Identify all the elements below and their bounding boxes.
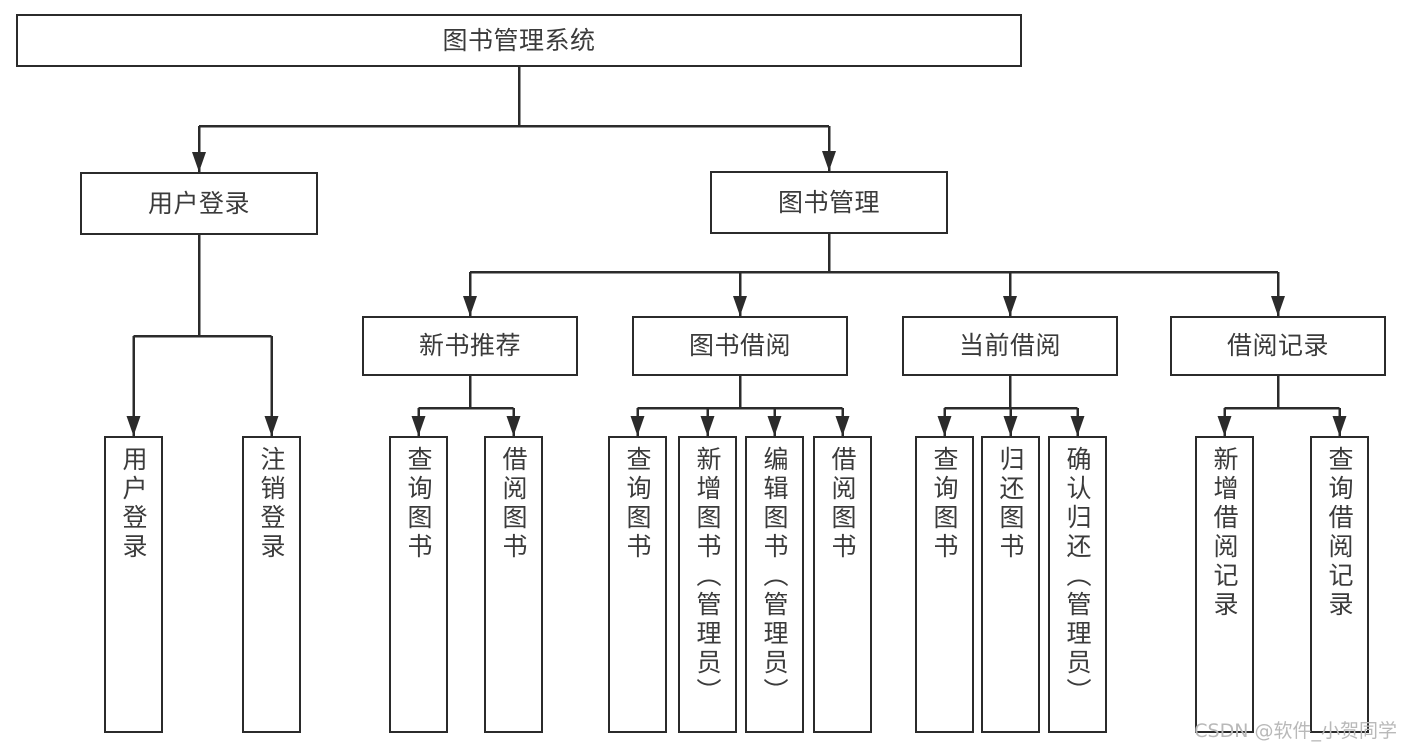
arrowhead-icon <box>411 416 426 436</box>
node-borrow[interactable]: 图书借阅 <box>632 316 848 376</box>
node-label-login-out: 注销登录 <box>257 446 286 562</box>
node-newbook[interactable]: 新书推荐 <box>362 316 578 376</box>
arrowhead-icon <box>1271 296 1285 316</box>
arrowhead-icon <box>506 416 521 436</box>
node-current[interactable]: 当前借阅 <box>902 316 1118 376</box>
node-rec-add[interactable]: 新增借阅记录 <box>1195 436 1254 733</box>
arrowhead-icon <box>835 416 850 436</box>
node-label-cur-query: 查询图书 <box>930 446 959 562</box>
arrowhead-icon <box>192 152 206 172</box>
node-label-rec-add: 新增借阅记录 <box>1210 446 1239 620</box>
arrowhead-icon <box>264 416 279 436</box>
arrowhead-icon <box>1217 416 1232 436</box>
node-label-nb-query: 查询图书 <box>404 446 433 562</box>
node-label-current: 当前借阅 <box>958 331 1061 360</box>
node-login[interactable]: 用户登录 <box>80 172 318 235</box>
node-bk-query[interactable]: 查询图书 <box>608 436 667 733</box>
node-label-rec-query: 查询借阅记录 <box>1325 446 1354 620</box>
arrowhead-icon <box>1070 416 1085 436</box>
node-label-login: 用户登录 <box>147 188 250 218</box>
node-bk-borrow[interactable]: 借阅图书 <box>813 436 872 733</box>
node-label-records: 借阅记录 <box>1226 331 1329 360</box>
node-label-cur-confirm: 确认归还（管理员） <box>1063 446 1092 707</box>
node-login-do[interactable]: 用户登录 <box>104 436 163 733</box>
node-label-login-do: 用户登录 <box>119 446 148 562</box>
arrowhead-icon <box>937 416 952 436</box>
node-rec-query[interactable]: 查询借阅记录 <box>1310 436 1369 733</box>
node-label-newbook: 新书推荐 <box>418 331 521 360</box>
node-bk-edit[interactable]: 编辑图书（管理员） <box>745 436 804 733</box>
node-label-nb-borrow: 借阅图书 <box>499 446 528 562</box>
node-bookmgmt[interactable]: 图书管理 <box>710 171 948 234</box>
node-records[interactable]: 借阅记录 <box>1170 316 1386 376</box>
node-label-bk-add: 新增图书（管理员） <box>693 446 722 707</box>
watermark-label: CSDN @软件_小贺同学 <box>1194 720 1397 742</box>
arrowhead-icon <box>733 296 747 316</box>
node-nb-borrow[interactable]: 借阅图书 <box>484 436 543 733</box>
node-login-out[interactable]: 注销登录 <box>242 436 301 733</box>
arrowhead-icon <box>822 151 836 171</box>
arrowhead-icon <box>1003 416 1018 436</box>
node-label-root: 图书管理系统 <box>442 25 596 55</box>
node-root[interactable]: 图书管理系统 <box>16 14 1022 67</box>
arrowhead-icon <box>1332 416 1347 436</box>
arrowhead-icon <box>767 416 782 436</box>
node-label-cur-return: 归还图书 <box>996 446 1025 562</box>
node-cur-return[interactable]: 归还图书 <box>981 436 1040 733</box>
node-label-bk-query: 查询图书 <box>623 446 652 562</box>
node-label-bookmgmt: 图书管理 <box>777 187 880 217</box>
node-cur-confirm[interactable]: 确认归还（管理员） <box>1048 436 1107 733</box>
arrowhead-icon <box>1003 296 1017 316</box>
node-bk-add[interactable]: 新增图书（管理员） <box>678 436 737 733</box>
node-cur-query[interactable]: 查询图书 <box>915 436 974 733</box>
node-label-bk-borrow: 借阅图书 <box>828 446 857 562</box>
node-nb-query[interactable]: 查询图书 <box>389 436 448 733</box>
node-label-bk-edit: 编辑图书（管理员） <box>760 446 789 707</box>
arrowhead-icon <box>630 416 645 436</box>
arrowhead-icon <box>463 296 477 316</box>
arrowhead-icon <box>126 416 141 436</box>
node-label-borrow: 图书借阅 <box>688 331 791 360</box>
arrowhead-icon <box>700 416 715 436</box>
